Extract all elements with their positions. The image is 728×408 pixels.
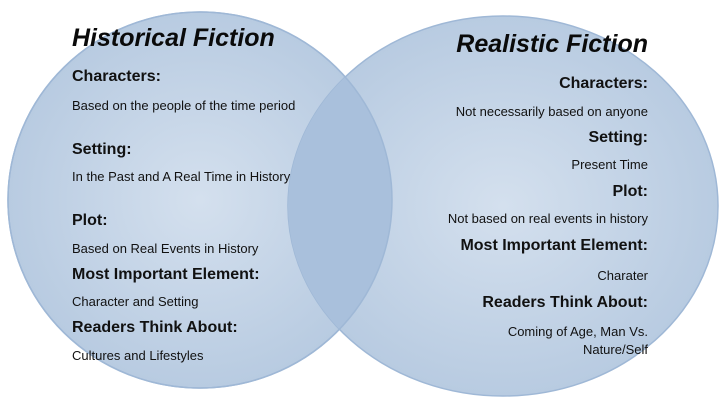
- right-setting-heading: Setting:: [588, 129, 648, 146]
- right-important-element-text: Charater: [597, 268, 648, 283]
- left-plot-heading: Plot:: [72, 212, 108, 229]
- left-characters-text: Based on the people of the time period: [72, 98, 296, 113]
- left-readers-think-text: Cultures and Lifestyles: [72, 348, 204, 363]
- left-important-element-text: Character and Setting: [72, 294, 199, 309]
- right-readers-think-text: Coming of Age, Man Vs. Nature/Self: [507, 324, 648, 357]
- right-setting-text: Present Time: [571, 157, 648, 172]
- left-plot-text: Based on Real Events in History: [72, 241, 259, 256]
- left-characters-heading: Characters:: [72, 68, 161, 85]
- left-important-element-heading: Most Important Element:: [72, 266, 260, 283]
- left-setting-text: In the Past and A Real Time in History: [72, 169, 291, 184]
- historical-fiction-outline: [7, 11, 393, 389]
- right-important-element-heading: Most Important Element:: [460, 237, 648, 254]
- historical-fiction-title: Historical Fiction: [72, 24, 275, 52]
- right-plot-heading: Plot:: [612, 183, 648, 200]
- right-plot-text: Not based on real events in history: [447, 211, 648, 226]
- left-readers-think-heading: Readers Think About:: [72, 319, 238, 336]
- right-characters-text: Not necessarily based on anyone: [455, 104, 648, 119]
- realistic-fiction-title: Realistic Fiction: [456, 30, 648, 58]
- left-setting-heading: Setting:: [72, 141, 132, 158]
- right-readers-think-heading: Readers Think About:: [482, 294, 648, 311]
- right-characters-heading: Characters:: [559, 75, 648, 92]
